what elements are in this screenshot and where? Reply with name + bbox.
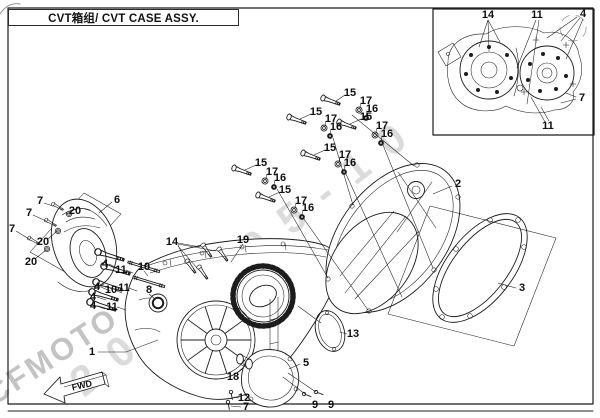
inset-callout-part-14: 14 <box>482 9 495 21</box>
callout-part-20: 20 <box>37 236 49 248</box>
callout-part-18: 18 <box>227 371 239 383</box>
callout-part-4: 4 <box>102 258 109 270</box>
stamp-smudge <box>559 14 587 42</box>
callout-part-3: 3 <box>519 282 525 294</box>
callout-part-14: 14 <box>166 236 179 248</box>
callout-part-15: 15 <box>255 157 267 169</box>
callout-part-16: 16 <box>302 202 314 214</box>
callout-part-6: 6 <box>114 194 120 206</box>
cover-gasket-part3 <box>387 205 557 347</box>
fwd-direction-arrow: FWD <box>43 371 110 404</box>
inset-left-cover <box>459 40 519 100</box>
callout-part-11: 11 <box>106 301 118 313</box>
callout-part-4: 4 <box>90 291 97 303</box>
callout-part-4: 4 <box>90 300 97 312</box>
callout-part-16: 16 <box>344 157 356 169</box>
callout-part-20: 20 <box>25 256 37 268</box>
fastener-cluster <box>85 247 168 314</box>
callout-part-17: 17 <box>339 149 351 161</box>
stamp-smudge <box>0 3 21 15</box>
callout-part-20: 20 <box>69 205 81 217</box>
callout-part-17: 17 <box>376 120 388 132</box>
callout-part-4: 4 <box>94 281 101 293</box>
callout-part-7: 7 <box>9 223 15 235</box>
callout-part-5: 5 <box>303 357 309 369</box>
cooling-fan-wheel <box>176 300 256 380</box>
callout-part-7: 7 <box>26 207 32 219</box>
callout-part-13: 13 <box>347 328 359 340</box>
callout-part-10: 10 <box>105 284 117 296</box>
callout-part-2: 2 <box>455 178 461 190</box>
callout-part-15: 15 <box>279 184 291 196</box>
callout-part-9: 9 <box>312 399 318 411</box>
callout-part-10: 10 <box>138 261 150 273</box>
callout-part-11: 11 <box>115 264 127 276</box>
fwd-label: FWD <box>71 378 94 392</box>
callout-part-15: 15 <box>324 142 336 154</box>
page-title: CVT箱组/ CVT CASE ASSY. <box>8 9 239 26</box>
callout-part-8: 8 <box>146 284 152 296</box>
inset-right-cover <box>519 36 577 101</box>
callout-part-16: 16 <box>330 121 342 133</box>
callout-part-15: 15 <box>344 87 356 99</box>
callout-part-11: 11 <box>118 282 130 294</box>
callout-part-16: 16 <box>381 128 393 140</box>
callout-part-12: 12 <box>238 392 250 404</box>
callout-part-16: 16 <box>366 103 378 115</box>
callout-part-9: 9 <box>328 399 334 411</box>
inset-callout-part-7: 7 <box>579 92 585 104</box>
inspection-cover-part5 <box>241 349 300 408</box>
callout-part-15: 15 <box>360 111 372 123</box>
small-gasket-part13 <box>314 310 346 352</box>
assembled-view-inset <box>432 8 595 136</box>
cvt-outer-cover-part2 <box>325 162 461 315</box>
callout-part-17: 17 <box>325 113 337 125</box>
callout-part-1: 1 <box>89 346 95 358</box>
spacer-bushing-part18 <box>236 353 253 370</box>
callout-part-15: 15 <box>310 106 322 118</box>
callout-part-17: 17 <box>360 95 372 107</box>
inset-leader-lines <box>478 16 584 123</box>
leader-lines <box>15 94 517 408</box>
callout-part-16: 16 <box>274 172 286 184</box>
intake-cover-part6 <box>26 192 122 292</box>
inset-callout-part-11: 11 <box>542 120 554 132</box>
inset-callout-part-11: 11 <box>531 9 543 21</box>
callout-part-17: 17 <box>295 195 307 207</box>
sheet-border <box>7 7 594 412</box>
callout-part-19: 19 <box>237 234 249 246</box>
callout-part-7: 7 <box>37 195 43 207</box>
callout-part-7: 7 <box>243 401 249 413</box>
oil-seal-part8 <box>148 293 168 313</box>
callout-part-17: 17 <box>266 166 278 178</box>
inset-callout-part-4: 4 <box>580 8 587 20</box>
